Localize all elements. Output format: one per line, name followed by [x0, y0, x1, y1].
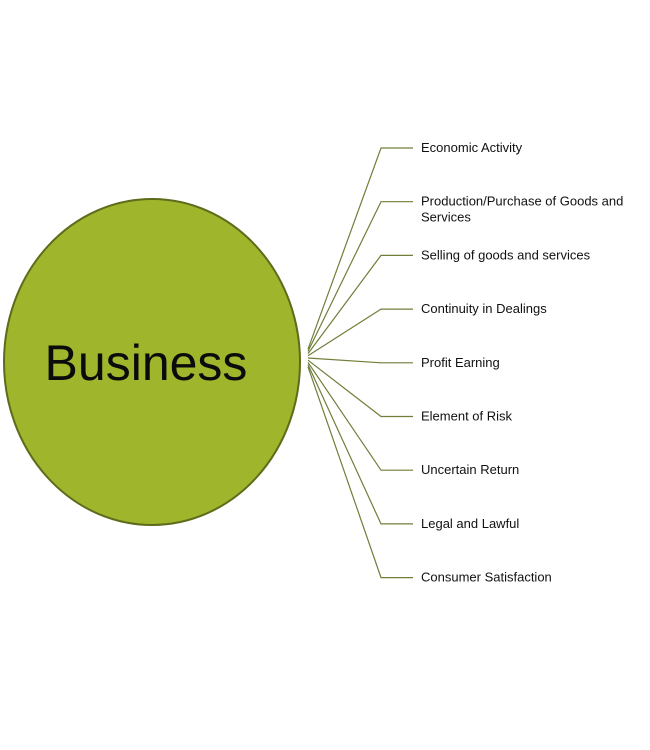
branch-label: Consumer Satisfaction — [421, 570, 552, 585]
branch-label: Uncertain Return — [421, 462, 519, 477]
connector-line — [307, 201, 413, 352]
branch-label: Element of Risk — [421, 409, 513, 424]
branch-label-line: Services — [421, 210, 471, 225]
branch-label: Continuity in Dealings — [421, 301, 547, 316]
branch-label-line: Uncertain Return — [421, 462, 519, 477]
branch-label: Economic Activity — [421, 140, 523, 155]
connector-line — [307, 364, 413, 525]
branch-label-line: Production/Purchase of Goods and — [421, 194, 623, 209]
branch-label: Selling of goods and services — [421, 247, 591, 262]
connector-line — [307, 366, 413, 579]
branch-label-line: Profit Earning — [421, 355, 500, 370]
branch-label: Legal and Lawful — [421, 516, 519, 531]
branch-label: Profit Earning — [421, 355, 500, 370]
center-label: Business — [45, 335, 248, 391]
connector-line — [307, 357, 413, 364]
connector-line — [307, 254, 413, 354]
branch-label-line: Selling of goods and services — [421, 247, 591, 262]
branch-label-line: Continuity in Dealings — [421, 301, 547, 316]
connector-line — [307, 308, 413, 357]
business-circle — [3, 198, 301, 526]
branch-label-line: Element of Risk — [421, 409, 513, 424]
branch-label-line: Economic Activity — [421, 140, 523, 155]
branch-label-line: Legal and Lawful — [421, 516, 519, 531]
connector-line — [307, 359, 413, 418]
connector-line — [307, 362, 413, 471]
connector-line — [307, 147, 413, 350]
branch-label-line: Consumer Satisfaction — [421, 570, 552, 585]
